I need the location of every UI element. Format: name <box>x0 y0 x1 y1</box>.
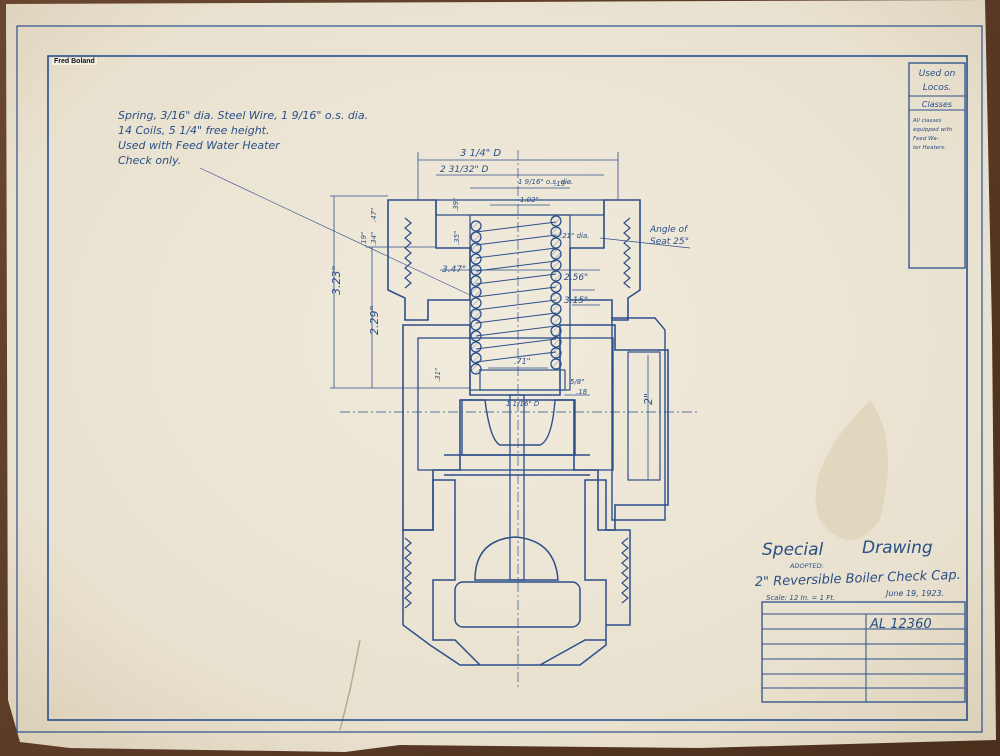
side-classes-line2: equipped with <box>913 127 953 133</box>
spring-coil-section <box>470 275 482 287</box>
spring-coil-section <box>470 308 482 320</box>
note-line2: 14 Coils, 5 1/4" free height. <box>118 124 269 137</box>
spring-coil-section <box>550 314 562 326</box>
spring-coil-section <box>550 215 562 227</box>
side-locos: Locos. <box>923 83 952 93</box>
upper-cap-right <box>569 199 641 321</box>
cap-plug <box>454 581 581 628</box>
paper-sheet <box>6 0 996 752</box>
dim-35: .35" <box>453 231 461 245</box>
dim-wire-21: .21" dia. <box>560 232 589 240</box>
note-line4: Check only. <box>118 154 181 167</box>
side-classes-line1: All classes <box>912 118 942 124</box>
spring-coil-section <box>550 292 562 304</box>
title-part-name: 2" Reversible Boiler Check Cap. <box>755 568 961 590</box>
dim-71: .71" <box>514 357 530 366</box>
dim-5-8: 5/8" <box>570 378 585 386</box>
title-block: Special Drawing ADOPTED: 2" Reversible B… <box>755 538 966 703</box>
inner-border <box>47 55 968 721</box>
title-date: June 19, 1923. <box>884 589 944 598</box>
dim-angle: Angle of <box>649 225 689 235</box>
dim-overall-height: 3.23" <box>330 265 343 295</box>
note-leader <box>199 167 471 296</box>
valve-seat <box>461 399 576 456</box>
right-flange <box>611 317 666 521</box>
spring-coil-section <box>470 242 482 254</box>
spring-coil-section <box>550 248 562 260</box>
spring-coil-section <box>550 358 562 370</box>
dim-47: .47" <box>370 208 378 222</box>
note-line1: Spring, 3/16" dia. Steel Wire, 1 9/16" o… <box>118 109 368 122</box>
dim-spring-wire: .19" <box>554 180 568 188</box>
spring-coil-section <box>470 231 482 243</box>
dim-spring-od: 1 9/16" o.s. dia. <box>518 178 573 186</box>
spring-notes: Spring, 3/16" dia. Steel Wire, 1 9/16" o… <box>118 109 471 296</box>
paper-tear <box>339 639 361 731</box>
dim-inner-02: 1.02" <box>520 196 539 204</box>
title-drawing-number: AL 12360 <box>869 617 932 632</box>
check-ball <box>474 536 559 581</box>
spring-coil-section <box>550 303 562 315</box>
spring-coil-section <box>550 347 562 359</box>
spring-coil-section <box>470 253 482 265</box>
check-cap-drawing <box>330 150 700 690</box>
side-classes-header: Classes <box>922 100 952 109</box>
dim-31: .31" <box>434 368 442 382</box>
spring-coil-section <box>470 319 482 331</box>
title-adopted: ADOPTED: <box>789 562 824 570</box>
side-box: Used on Locos. Classes All classes equip… <box>908 62 966 269</box>
spring-coil-section <box>550 270 562 282</box>
title-scale: Scale: 12 In. = 1 Ft. <box>766 594 835 602</box>
title-drawing: Drawing <box>862 538 933 558</box>
credit-label: Fred Boland <box>52 58 97 65</box>
note-line3: Used with Feed Water Heater <box>118 139 281 152</box>
spring-coil-section <box>470 286 482 298</box>
side-classes-line4: ter Heaters. <box>913 145 946 151</box>
spring-coil-section <box>470 297 482 309</box>
title-special: Special <box>762 540 824 560</box>
dim-347: 3.47" <box>442 265 466 275</box>
stain <box>815 400 888 540</box>
dim-19: .19" <box>360 232 368 246</box>
dim-315: 3.15" <box>564 296 588 306</box>
dimension-labels: 3 1/4" D 2 31/32" D 1 9/16" o.s. dia. .1… <box>330 148 689 408</box>
dim-34: .34" <box>370 232 378 246</box>
spring-coil-section <box>470 341 482 353</box>
dim-top-outer: 3 1/4" D <box>460 148 501 159</box>
side-used-on: Used on <box>919 69 956 79</box>
dim-18: .18 <box>576 388 588 396</box>
side-classes-line3: Feed Wa- <box>913 136 939 142</box>
dim-256: 2.56" <box>564 273 588 283</box>
spring-coil-section <box>470 363 482 375</box>
dim-top-inner: 2 31/32" D <box>440 165 489 175</box>
lower-body <box>402 479 631 666</box>
spring-coil-section <box>550 325 562 337</box>
dim-inner-height: 2.29" <box>368 305 381 335</box>
upper-cap-left <box>387 199 471 321</box>
spring-coil-section <box>550 336 562 348</box>
spring-coil-section <box>550 226 562 238</box>
spring-coil-section <box>470 220 482 232</box>
dim-39: .39" <box>452 198 460 212</box>
spring-coil-section <box>470 352 482 364</box>
outer-border <box>16 25 983 733</box>
dim-stem: 1 1/16" D <box>506 400 540 408</box>
dim-seat: Seat 25° <box>650 237 689 247</box>
valve-stem <box>509 394 525 581</box>
dim-port: 2" <box>642 393 655 405</box>
